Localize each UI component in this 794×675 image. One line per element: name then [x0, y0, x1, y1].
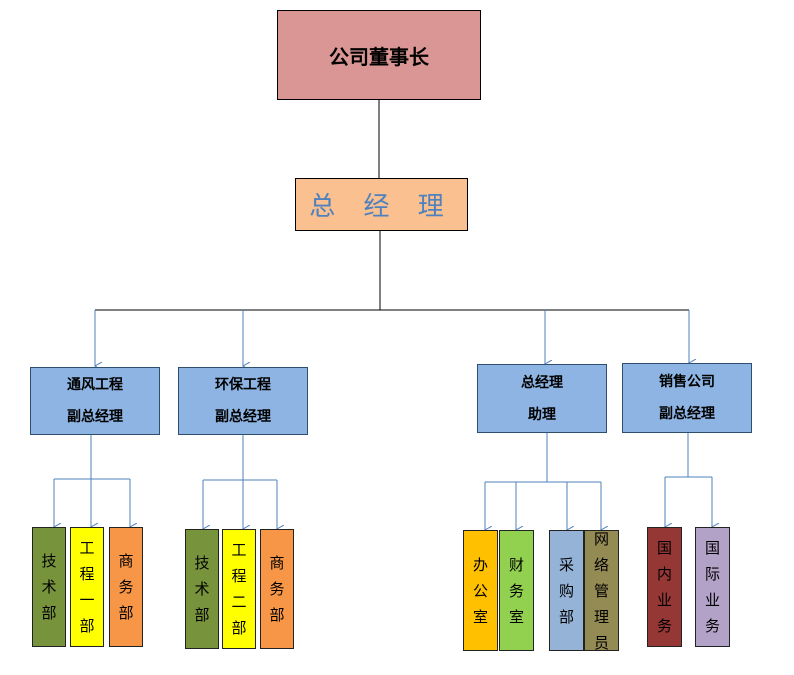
- department-label: 国内业务: [657, 539, 673, 635]
- department-box: 网络管理员: [584, 530, 619, 652]
- department-label: 商务部: [269, 554, 285, 624]
- department-box: 办公室: [463, 530, 498, 651]
- department-box: 国际业务: [695, 527, 730, 647]
- chairman-box: 公司董事长: [277, 10, 481, 100]
- department-box: 技术部: [32, 527, 66, 647]
- department-label: 技术部: [41, 552, 57, 622]
- gm-assistant-line2: 助理: [528, 406, 556, 423]
- department-box: 财务室: [499, 530, 534, 651]
- department-label: 采购部: [559, 555, 575, 626]
- department-box: 技术部: [185, 529, 219, 649]
- department-label: 财务室: [509, 555, 525, 626]
- chairman-label: 公司董事长: [329, 44, 429, 69]
- department-box: 国内业务: [647, 527, 682, 647]
- vp-ventilation-line2: 副总经理: [67, 409, 123, 425]
- general-manager-box: 总 经 理: [295, 178, 468, 231]
- vp-environmental-line2: 副总经理: [215, 409, 271, 425]
- department-label: 网络管理员: [594, 529, 610, 652]
- department-label: 工程二部: [231, 541, 247, 637]
- department-label: 工程一部: [79, 539, 95, 635]
- department-box: 工程二部: [222, 529, 256, 649]
- department-box: 采购部: [549, 530, 584, 651]
- vp-sales-line2: 副总经理: [659, 406, 715, 422]
- vp-ventilation-line1: 通风工程: [67, 377, 123, 393]
- vp-environmental-box: 环保工程 副总经理: [178, 367, 308, 435]
- department-label: 技术部: [194, 554, 210, 624]
- vp-ventilation-box: 通风工程 副总经理: [30, 367, 160, 435]
- department-label: 商务部: [118, 552, 134, 622]
- gm-assistant-line1: 总经理: [521, 374, 563, 391]
- department-label: 办公室: [473, 555, 489, 626]
- gm-assistant-box: 总经理 助理: [477, 364, 607, 433]
- department-label: 国际业务: [705, 539, 721, 635]
- vp-sales-box: 销售公司 副总经理: [622, 363, 752, 433]
- department-box: 工程一部: [70, 527, 104, 647]
- general-manager-label: 总 经 理: [309, 192, 454, 222]
- vp-environmental-line1: 环保工程: [215, 377, 271, 393]
- department-box: 商务部: [260, 529, 294, 649]
- vp-sales-line1: 销售公司: [659, 374, 715, 390]
- department-box: 商务部: [109, 527, 143, 647]
